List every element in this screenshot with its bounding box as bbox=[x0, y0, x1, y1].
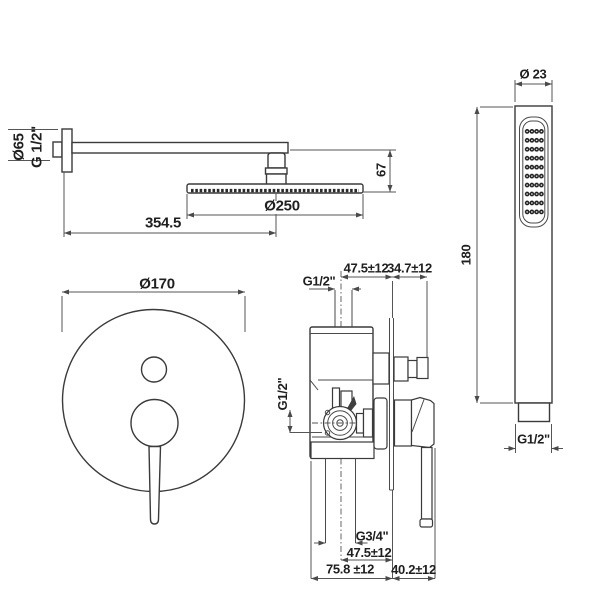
dim-label-riser-offset: 47.5±12 bbox=[344, 261, 389, 276]
dim-label-arm-length: 354.5 bbox=[145, 215, 181, 232]
dim-label-bottom-connection: G3/4" bbox=[356, 529, 389, 544]
wall-nipple bbox=[52, 141, 63, 158]
ball-joint-nut bbox=[267, 152, 286, 169]
dim-label-bottom-offset: 47.5±12 bbox=[347, 545, 392, 560]
trim-plate-dimensions bbox=[61, 289, 246, 332]
dim-label-outlet-projection: 34.7±12 bbox=[387, 261, 432, 276]
valve-body-base bbox=[310, 441, 375, 460]
handle-head bbox=[410, 396, 435, 449]
dim-label-handshower-length: 180 bbox=[459, 245, 474, 266]
wall-flange bbox=[61, 128, 73, 173]
head-outlet-step bbox=[407, 359, 418, 379]
dim-label-recess-depth: 75.8 ±12 bbox=[326, 562, 374, 577]
handle-lever bbox=[420, 446, 433, 520]
dim-label-flange-diameter: Ø65 bbox=[11, 133, 28, 160]
dim-label-handshower-diameter: Ø 23 bbox=[520, 67, 547, 82]
hand-shower-dimensions bbox=[474, 80, 563, 453]
head-outlet-flange bbox=[372, 352, 390, 385]
mixer-trim-plate: Ø170 bbox=[61, 276, 246, 525]
dim-label-head-diameter: Ø250 bbox=[264, 198, 300, 215]
hand-shower-connector bbox=[517, 402, 551, 423]
dim-label-drop-height: 67 bbox=[374, 163, 389, 177]
dim-label-handle-projection: 40.2±12 bbox=[391, 562, 436, 577]
valve-dimensions bbox=[287, 274, 436, 581]
dim-label-inlet-connection: G1/2" bbox=[275, 377, 290, 410]
hand-shower-face-inner bbox=[522, 120, 546, 224]
handle-stem bbox=[362, 408, 374, 438]
hand-shower-spray-nozzles bbox=[524, 127, 544, 217]
handle-lever-end bbox=[419, 518, 434, 528]
diverter-button bbox=[140, 356, 168, 383]
dim-label-riser-connection: G1/2" bbox=[303, 274, 336, 289]
mixer-lever bbox=[148, 445, 162, 525]
rain-shower-arm-assembly: Ø65 G 1/2" 354.5 Ø250 67 bbox=[8, 126, 396, 237]
concealed-valve-section: 47.5±12 34.7±12 G1/2" G1/2" G3/4" 47.5±1… bbox=[275, 261, 436, 581]
head-outlet-nut bbox=[416, 356, 429, 380]
handle-hub bbox=[393, 399, 413, 447]
hand-shower: Ø 23 180 G1/2" bbox=[459, 67, 563, 453]
dim-label-plate-diameter: Ø170 bbox=[139, 276, 175, 293]
ball-joint-collar bbox=[264, 167, 288, 175]
shower-arm bbox=[71, 141, 289, 154]
cartridge-screw bbox=[336, 419, 344, 427]
rain-head-dimensions bbox=[8, 129, 396, 237]
handle-boss bbox=[130, 398, 179, 448]
handle-escutcheon bbox=[373, 397, 388, 450]
hand-shower-face-outer bbox=[519, 116, 549, 228]
dim-label-handshower-connection: G1/2" bbox=[517, 432, 550, 447]
dim-label-wall-connection: G 1/2" bbox=[29, 126, 46, 168]
head-outlet-body bbox=[393, 356, 409, 382]
